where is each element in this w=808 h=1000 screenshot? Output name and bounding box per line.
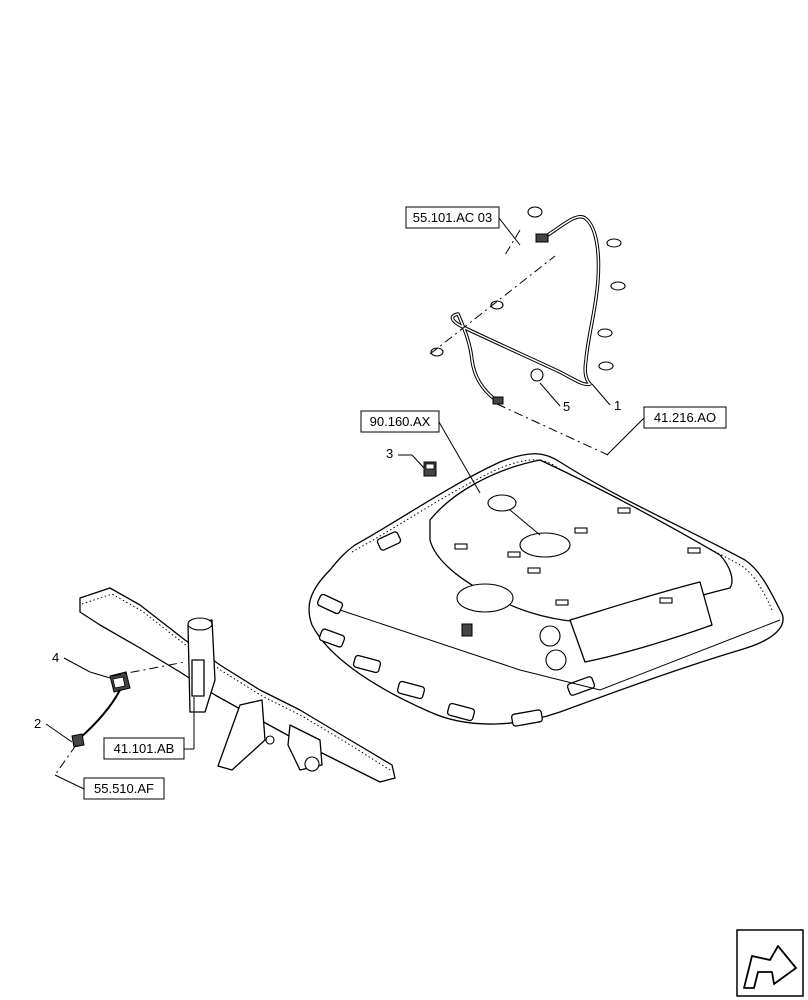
air-vent	[511, 709, 543, 727]
item3-part	[423, 461, 437, 477]
air-vent	[318, 628, 346, 648]
mount-slot	[659, 597, 673, 604]
grommet	[530, 368, 544, 382]
mount-slot	[687, 547, 701, 554]
cab-roof-assembly	[308, 453, 784, 727]
axle-bolt	[265, 735, 275, 745]
mount-slot	[507, 551, 521, 558]
mount-slot	[555, 599, 569, 606]
ref-box-sensor[interactable]: 55.510.AF	[83, 777, 165, 800]
ref-box-axle[interactable]: 41.101.AB	[103, 737, 185, 760]
clip	[598, 361, 614, 371]
frame-bracket	[191, 659, 205, 697]
clip	[606, 238, 622, 248]
item2-cable	[71, 689, 121, 748]
roof-hatch-handle	[519, 532, 571, 558]
air-vent	[352, 654, 382, 674]
air-vent	[316, 593, 344, 615]
pivot-top	[187, 617, 213, 631]
ref-box-harness[interactable]: 55.101.AC 03	[405, 206, 500, 229]
callout-2: 2	[34, 716, 41, 731]
roof-fastener	[487, 494, 517, 512]
mount-slot	[527, 567, 541, 574]
callout-3: 3	[386, 446, 393, 461]
item4-sensor	[109, 671, 131, 693]
clip	[490, 300, 504, 310]
ref-box-headliner[interactable]: 90.160.AX	[360, 410, 440, 433]
ref-label-roof[interactable]: 41.216.AO	[654, 410, 716, 425]
air-vent	[566, 676, 596, 696]
callout-4: 4	[52, 650, 59, 665]
ref-label-harness[interactable]: 55.101.AC 03	[413, 210, 493, 225]
clip	[527, 206, 543, 218]
ref-box-roof[interactable]: 41.216.AO	[643, 406, 727, 429]
air-vent	[446, 702, 476, 722]
clip	[597, 328, 613, 338]
wiring-harness	[429, 206, 626, 456]
speaker-grille	[545, 649, 567, 671]
mount-slot	[454, 543, 468, 550]
dome-light-opening	[456, 583, 514, 613]
ref-label-headliner[interactable]: 90.160.AX	[370, 414, 431, 429]
axle-bolt	[304, 756, 320, 772]
mount-slot	[617, 507, 631, 514]
mount-slot	[574, 527, 588, 534]
harness-connector-top	[535, 233, 549, 243]
callout-1: 1	[614, 398, 621, 413]
air-vent	[376, 531, 402, 551]
clip	[430, 347, 444, 357]
ref-label-axle[interactable]: 41.101.AB	[114, 741, 175, 756]
clip	[610, 281, 626, 291]
roof-connector	[461, 623, 473, 637]
ref-label-sensor[interactable]: 55.510.AF	[94, 781, 154, 796]
callout-5: 5	[563, 399, 570, 414]
next-page-arrow-icon[interactable]	[736, 929, 804, 997]
air-vent	[396, 680, 426, 700]
front-axle-frame	[79, 587, 396, 783]
harness-connector-bottom	[492, 396, 504, 405]
speaker-grille	[539, 625, 561, 647]
